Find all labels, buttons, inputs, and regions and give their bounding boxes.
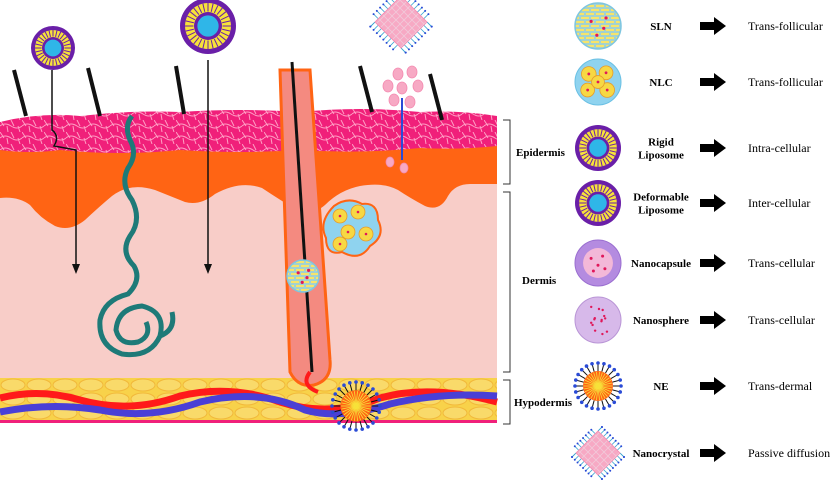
sln-icon: [286, 259, 320, 293]
hair-follicle: [278, 68, 332, 387]
arrow-right-icon: [700, 17, 726, 35]
nlc-icon: [574, 58, 622, 106]
hair-shaft: [290, 61, 314, 373]
dermis-label: Dermis: [522, 275, 557, 287]
legend-pathway: Passive diffusion: [748, 446, 830, 460]
hair: [358, 65, 374, 113]
arrow-right-icon: [700, 194, 726, 212]
diagram-particles: [31, 0, 433, 432]
rigid-liposome-icon: [575, 125, 621, 171]
legend-pathway: Trans-follicular: [748, 75, 823, 89]
nanocrystal-droplets: [382, 65, 424, 174]
nlc-icon: [322, 199, 382, 257]
epidermis-label: Epidermis: [516, 147, 566, 159]
legend-row: SLN Trans-follicular: [574, 2, 823, 50]
legend-name-line: Nanocrystal: [633, 448, 690, 460]
legend-name: Nanosphere: [633, 315, 689, 327]
nanosphere-icon: [574, 296, 622, 344]
rigid-liposome-path: [51, 70, 80, 274]
legend-name-line: SLN: [650, 21, 671, 33]
legend-name: Nanocapsule: [631, 258, 691, 270]
legend-pathway: Trans-dermal: [748, 379, 813, 393]
arrow-right-icon: [700, 377, 726, 395]
arrow-right-icon: [700, 444, 726, 462]
legend-row: Nanocrystal Passive diffusion: [571, 426, 830, 480]
layer-brackets: [503, 119, 511, 425]
hair: [174, 65, 186, 115]
legend-pathway: Trans-cellular: [748, 313, 815, 327]
rigid-liposome-icon: [31, 26, 75, 70]
legend-name: SLN: [650, 21, 671, 33]
legend-pathway: Trans-follicular: [748, 19, 823, 33]
ne-icon: [330, 380, 382, 432]
legend-name-line: Nanosphere: [633, 315, 689, 327]
legend-name-line: NLC: [649, 77, 672, 89]
hypodermis-label: Hypodermis: [514, 397, 573, 409]
vein: [0, 391, 498, 418]
legend-name-line: Liposome: [638, 150, 684, 162]
nerve-fiber: [97, 114, 176, 358]
arrow-right-icon: [700, 254, 726, 272]
legend-pathway: Intra-cellular: [748, 141, 811, 155]
legend-name: NLC: [649, 77, 672, 89]
legend-name: NE: [653, 381, 668, 393]
arrow-right-icon: [700, 73, 726, 91]
epidermis-layer: [0, 140, 497, 228]
deformable-liposome-path: [204, 60, 212, 274]
legend-name-line: Liposome: [638, 205, 684, 217]
legend-row: NE Trans-dermal: [573, 361, 813, 411]
legend-pathway: Inter-cellular: [748, 196, 810, 210]
legend-name-line: Rigid: [648, 137, 674, 149]
stratum-corneum: [0, 109, 497, 153]
nanocrystal-icon: [369, 0, 433, 54]
ne-icon: [573, 361, 623, 411]
legend-name-line: Nanocapsule: [631, 258, 691, 270]
legend-name-line: NE: [653, 381, 668, 393]
legend-name-line: Deformable: [633, 192, 689, 204]
nanocrystal-icon: [571, 426, 625, 480]
legend-pathway: Trans-cellular: [748, 256, 815, 270]
deformable-liposome-icon: [180, 0, 236, 54]
arrow-right-icon: [700, 139, 726, 157]
nanocapsule-icon: [574, 239, 622, 287]
sln-icon: [574, 2, 622, 50]
arrow-right-icon: [700, 311, 726, 329]
artery: [0, 387, 498, 413]
hair: [428, 73, 444, 121]
hair: [86, 67, 102, 117]
legend-row: Nanocapsule Trans-cellular: [574, 239, 815, 287]
legend-name: Nanocrystal: [633, 448, 690, 460]
legend-row: NLC Trans-follicular: [574, 58, 823, 106]
skin-section: Epidermis Dermis Hypodermis: [0, 60, 573, 425]
hair: [12, 69, 28, 117]
deformable-liposome-icon: [575, 180, 621, 226]
legend-row: Nanosphere Trans-cellular: [574, 296, 815, 344]
